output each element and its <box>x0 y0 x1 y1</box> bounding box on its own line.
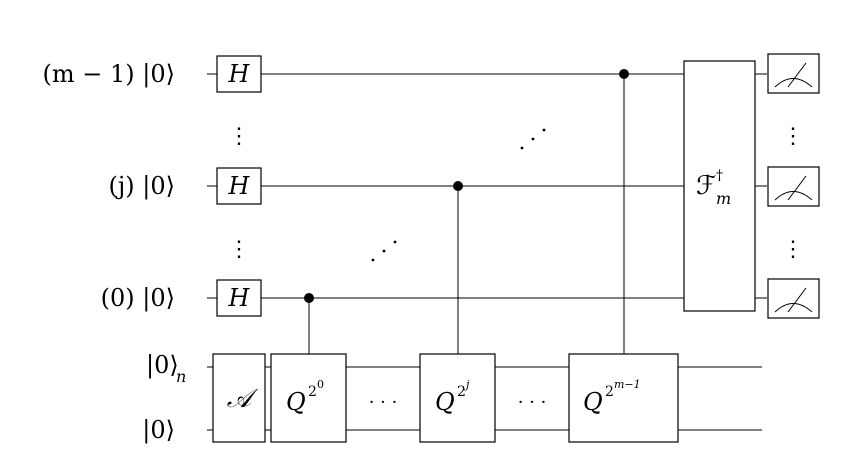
q-gate-power-j-box <box>419 353 496 443</box>
q-gate-power-0-box <box>270 353 347 443</box>
q-gate-power-m-box <box>568 353 679 443</box>
hadamard-gate-mid <box>216 167 262 205</box>
meter-icon <box>767 166 820 207</box>
inverse-qft-box <box>683 60 756 312</box>
controls <box>304 69 629 354</box>
horizontal-ellipsis-2-text: · · · <box>518 392 547 413</box>
horizontal-ellipsis-1: · · · <box>352 385 412 415</box>
hadamard-gate-mid-label: H <box>228 172 251 200</box>
q-gate-power-0-exp: 2 <box>308 384 317 400</box>
q-gate-power-m-exp-sup: m−1 <box>614 378 641 391</box>
state-prep-gate: 𝒜 <box>212 353 266 443</box>
q-gate-power-0: Q 2 0 <box>270 353 347 443</box>
vertical-ellipsis-left-lower: ⋮ <box>228 237 250 262</box>
horizontal-ellipsis-1-text: · · · <box>369 392 398 413</box>
hadamard-gate-top-label: H <box>228 60 251 88</box>
vertical-ellipsis-right-lower: ⋮ <box>782 237 804 262</box>
vertical-ellipsis-left-upper: ⋮ <box>228 124 250 149</box>
vertical-ellipses: ⋮ ⋮ ⋮ ⋮ <box>228 124 804 262</box>
control-dot-icon <box>453 181 463 191</box>
q-gate-power-m-exp: 2 <box>605 384 614 400</box>
measurements <box>767 53 820 319</box>
q-gate-power-0-base: Q <box>286 388 306 416</box>
label-ancilla: |0⟩ <box>142 416 175 445</box>
q-gate-power-j-exp-sup: j <box>463 378 470 391</box>
label-register-n-subscript: n <box>176 367 186 386</box>
meter-icon <box>767 53 820 94</box>
inverse-qft-base: ℱ <box>696 171 716 201</box>
q-gate-power-m-base: Q <box>583 388 603 416</box>
hadamard-gate-top <box>216 55 262 93</box>
qubit-labels: (m − 1) |0⟩ (j) |0⟩ (0) |0⟩ |0⟩ n |0⟩ <box>43 60 187 445</box>
control-dot-icon <box>619 69 629 79</box>
state-prep-box <box>212 353 266 443</box>
q-gate-power-m-minus-1: Q 2 m−1 <box>568 353 679 443</box>
hadamard-gates: H H H <box>216 55 262 317</box>
inverse-qft-gate: ℱ † m <box>683 60 756 312</box>
meter-icon <box>767 278 820 319</box>
q-gate-power-0-exp-sup: 0 <box>317 378 324 391</box>
diagonal-ellipses <box>371 128 546 262</box>
label-register-n: |0⟩ <box>146 351 179 380</box>
q-gate-power-j-base: Q <box>435 388 455 416</box>
label-mid-qubit: (j) |0⟩ <box>108 172 175 201</box>
hadamard-gate-bottom <box>216 279 262 317</box>
inverse-qft-sub: m <box>716 189 731 208</box>
control-dot-icon <box>304 293 314 303</box>
label-top-qubit: (m − 1) |0⟩ <box>43 60 175 89</box>
hadamard-gate-bottom-label: H <box>228 284 251 312</box>
q-gate-power-j: Q 2 j <box>419 353 496 443</box>
diagonal-ellipsis-lower <box>371 240 397 262</box>
inverse-qft-dagger: † <box>716 168 723 184</box>
diagonal-ellipsis-upper <box>520 128 546 150</box>
label-bottom-qubit: (0) |0⟩ <box>101 284 175 313</box>
vertical-ellipsis-right-upper: ⋮ <box>782 124 804 149</box>
q-gate-power-j-exp: 2 <box>457 384 466 400</box>
horizontal-ellipsis-2: · · · <box>501 385 563 415</box>
